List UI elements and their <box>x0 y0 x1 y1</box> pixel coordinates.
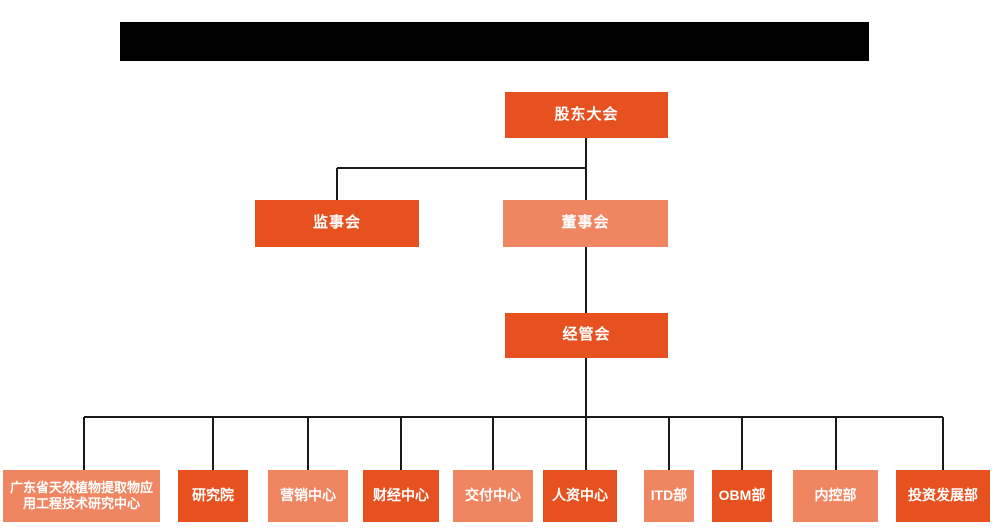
org-node-dept-itd: ITD部 <box>644 470 694 522</box>
org-node-dept-marketing-center: 营销中心 <box>268 470 348 522</box>
org-node-shareholders-meeting: 股东大会 <box>505 92 668 138</box>
org-node-dept-investment-development: 投资发展部 <box>896 470 990 522</box>
org-node-dept-hr-center: 人资中心 <box>543 470 617 522</box>
org-node-board-of-directors: 董事会 <box>503 200 668 247</box>
org-node-dept-finance-center: 财经中心 <box>363 470 439 522</box>
org-node-management-committee: 经管会 <box>505 313 668 358</box>
org-node-dept-obm: OBM部 <box>712 470 772 522</box>
org-node-dept-gd-plant-extract-research-center: 广东省天然植物提取物应用工程技术研究中心 <box>3 470 160 522</box>
org-node-dept-research-institute: 研究院 <box>178 470 248 522</box>
org-node-dept-delivery-center: 交付中心 <box>453 470 533 522</box>
org-node-dept-internal-control: 内控部 <box>793 470 878 522</box>
org-node-supervisory-board: 监事会 <box>255 200 419 247</box>
redacted-title-bar <box>120 22 869 61</box>
